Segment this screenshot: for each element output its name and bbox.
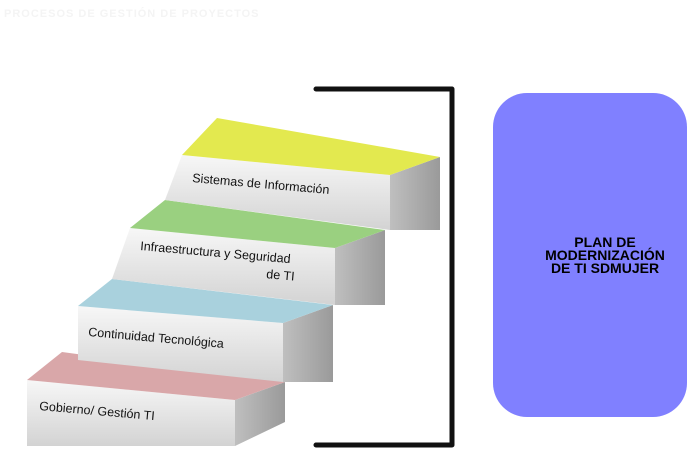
- step-gobierno-side: [235, 382, 285, 446]
- plan-title-line-3: DE TI SDMUJER: [550, 259, 660, 276]
- step-continuidad: Continuidad Tecnológica: [78, 279, 333, 382]
- faded-title: PROCESOS DE GESTIÓN DE PROYECTOS: [4, 8, 260, 20]
- plan-title-line-1: PLAN DE: [574, 233, 636, 250]
- step-infraestructura-top: [130, 200, 385, 248]
- plan-title: PLAN DE MODERNIZACIÓN DE TI SDMUJER: [530, 233, 680, 276]
- step-continuidad-side: [283, 305, 333, 382]
- step-infraestructura-side: [335, 230, 385, 305]
- plan-title-line-2: MODERNIZACIÓN: [545, 246, 665, 263]
- step-sistemas: Sistemas de Información: [165, 118, 440, 230]
- step-sistemas-top: [182, 118, 440, 175]
- right-bracket: [313, 86, 455, 448]
- step-sistemas-side: [390, 157, 440, 230]
- step-gobierno-top: [27, 352, 285, 400]
- plan-box: PLAN DE MODERNIZACIÓN DE TI SDMUJER: [493, 93, 687, 417]
- step-continuidad-top: [78, 279, 333, 323]
- step-infraestructura-label-line-2: de TI: [266, 267, 295, 283]
- step-sistemas-front: [165, 155, 390, 230]
- step-gobierno: Gobierno/ Gestión TI: [27, 352, 285, 446]
- step-infraestructura-front: [112, 228, 335, 305]
- step-infraestructura: Infraestructura y Seguridad de TI: [112, 200, 385, 305]
- step-gobierno-front: [27, 380, 235, 446]
- step-continuidad-front: [78, 306, 283, 382]
